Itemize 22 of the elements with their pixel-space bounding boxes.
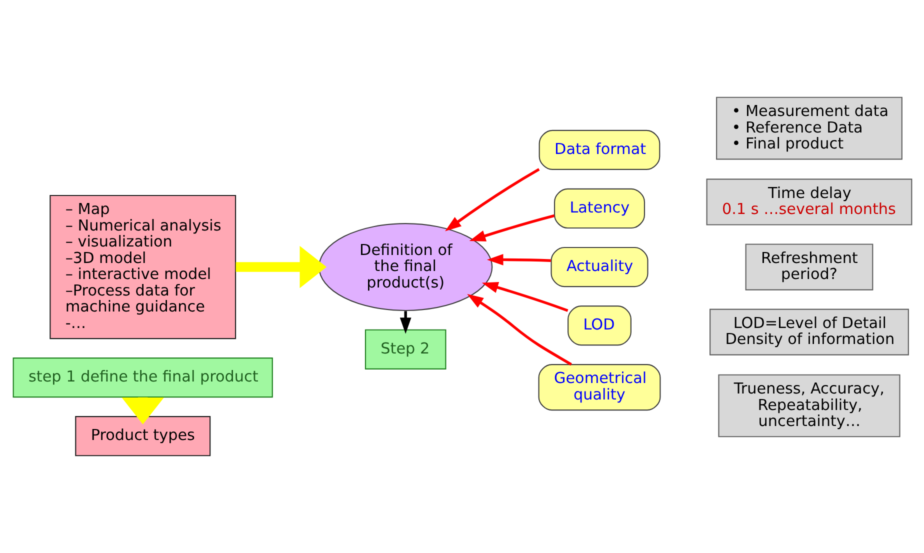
node-box: Time delay 0.1 s …several months xyxy=(706,178,912,226)
node-ellipse: Definition of the final product(s) xyxy=(318,223,492,312)
arrow xyxy=(466,294,572,366)
node-box: LOD xyxy=(567,306,631,346)
node-box: • Measurement data • Reference Data • Final product xyxy=(716,96,902,160)
node-box: Latency xyxy=(553,188,645,229)
node-box: – Map – Numerical analysis – visualization –3D model – interactive model –Process data for machine guidance -… xyxy=(49,194,236,340)
node-box: LOD=Level of Detail Density of information xyxy=(709,308,908,356)
node-box: Product types xyxy=(74,416,210,456)
arrow xyxy=(444,168,540,232)
node-box: step 1 define the final product xyxy=(12,358,272,398)
node-box: Data format xyxy=(538,130,660,170)
node-box: Actuality xyxy=(550,246,648,288)
node-box: Trueness, Accuracy, Repeatability, uncertainty… xyxy=(718,374,900,438)
arrow xyxy=(399,311,411,334)
node-box: Refreshment period? xyxy=(744,244,873,290)
node-box: Step 2 xyxy=(364,329,446,370)
arrow xyxy=(486,254,550,266)
arrow xyxy=(235,246,326,288)
node-box: Geometrical quality xyxy=(538,364,660,411)
arrow xyxy=(481,282,568,312)
arrow xyxy=(468,214,554,242)
